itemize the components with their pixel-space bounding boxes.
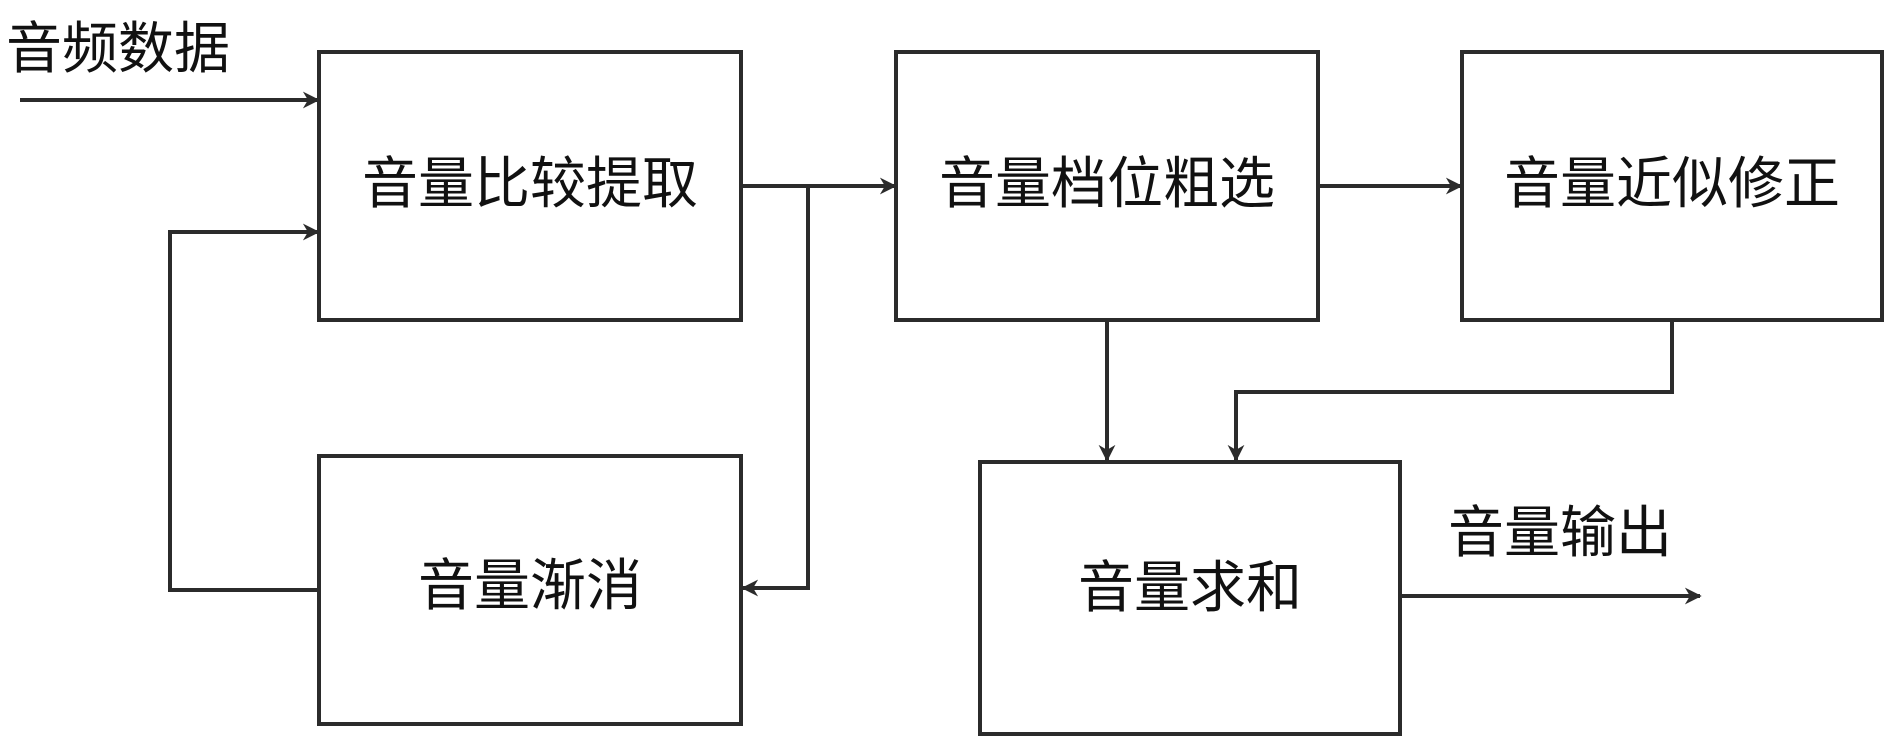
block-sum-label: 音量求和 bbox=[1078, 556, 1302, 621]
arrow-fade-to-compare bbox=[170, 232, 319, 590]
block-approx-correct: 音量近似修正 bbox=[1462, 52, 1882, 320]
block-coarse-select-label: 音量档位粗选 bbox=[939, 152, 1275, 217]
block-compare-extract-label: 音量比较提取 bbox=[362, 152, 698, 217]
block-sum: 音量求和 bbox=[980, 462, 1400, 734]
block-approx-correct-label: 音量近似修正 bbox=[1504, 152, 1840, 217]
block-compare-extract: 音量比较提取 bbox=[319, 52, 741, 320]
input-label: 音频数据 bbox=[6, 17, 230, 82]
block-fade-label: 音量渐消 bbox=[418, 554, 642, 619]
block-coarse-select: 音量档位粗选 bbox=[896, 52, 1318, 320]
output-label: 音量输出 bbox=[1448, 501, 1672, 566]
block-fade: 音量渐消 bbox=[319, 456, 741, 724]
arrow-compare-to-fade bbox=[743, 186, 808, 588]
arrow-approx-to-sum bbox=[1236, 320, 1672, 460]
